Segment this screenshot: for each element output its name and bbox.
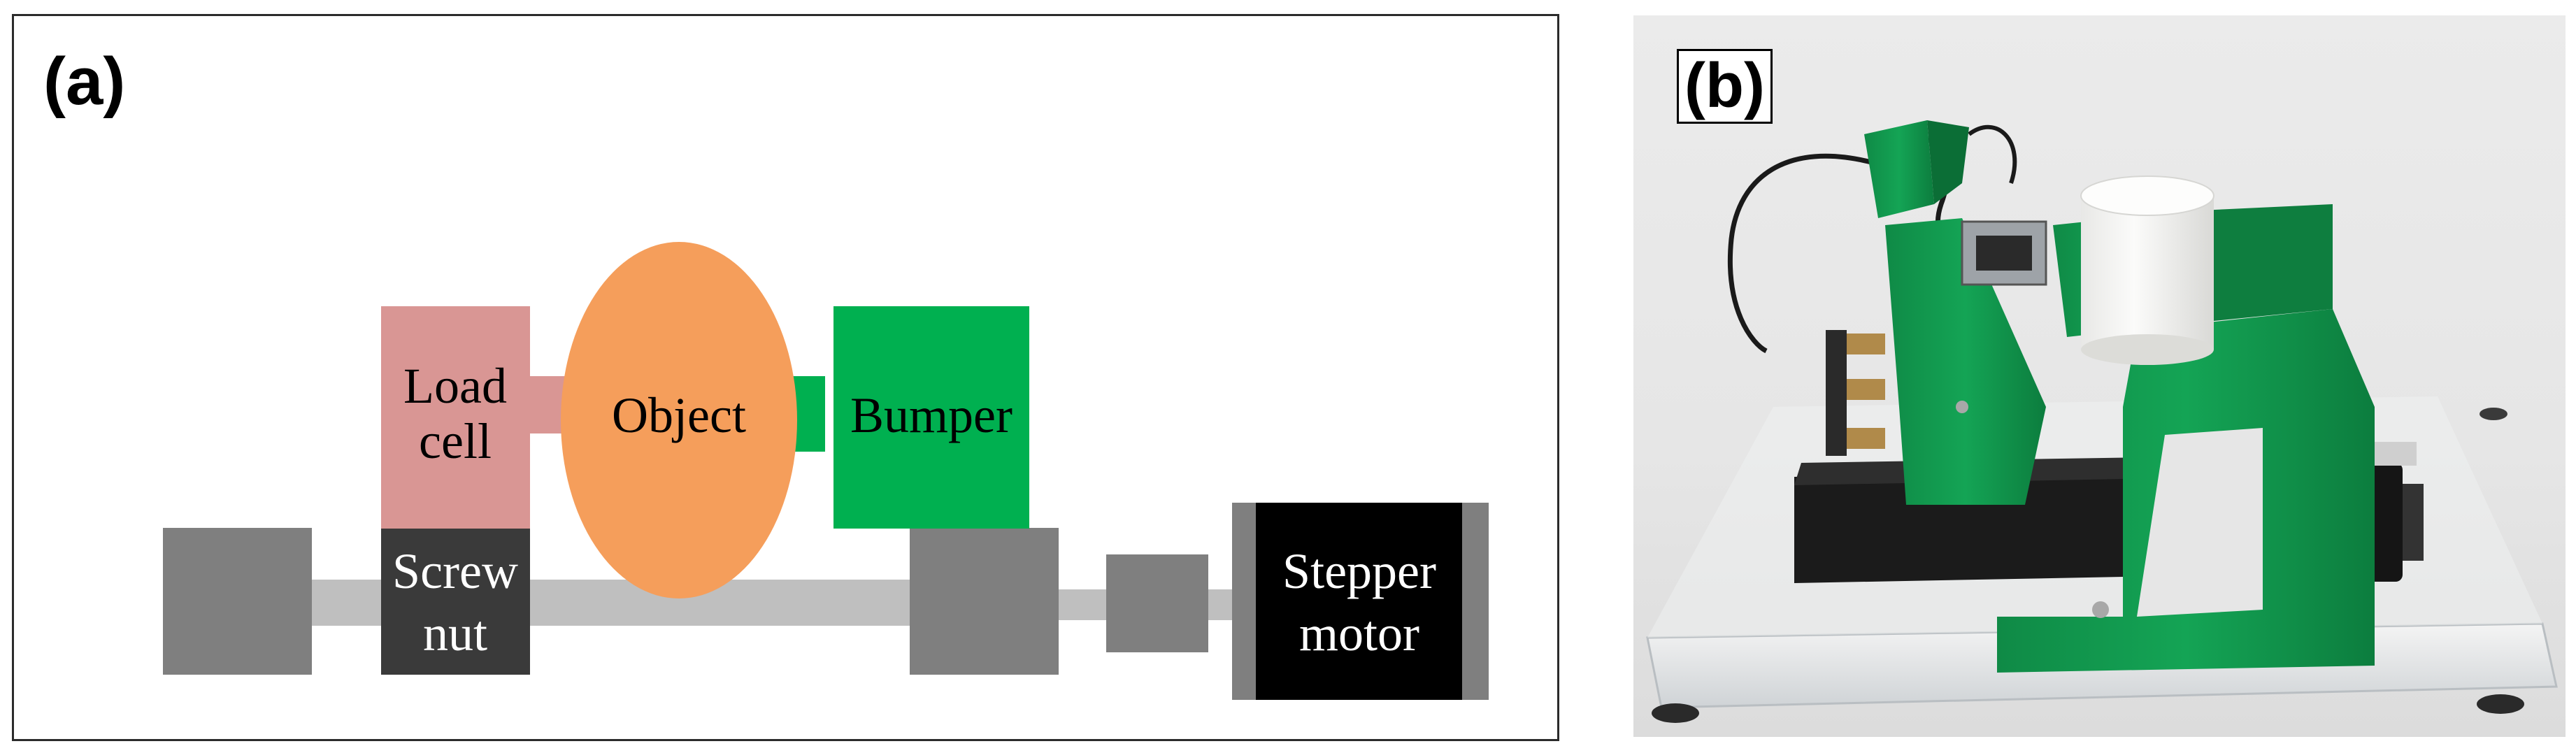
slider-carriage <box>1885 218 2046 505</box>
right-support-block <box>910 528 1059 675</box>
cylindrical-object <box>2081 196 2214 350</box>
object-label: Object <box>612 387 746 443</box>
stepper-motor-body <box>1256 503 1462 700</box>
cylindrical-object-bottom <box>2081 334 2214 365</box>
bumper <box>833 306 1029 529</box>
object-ellipse <box>561 242 797 598</box>
load-cell-label-line2: cell <box>419 413 492 469</box>
coupling-block <box>1106 554 1208 652</box>
brass-standoff-3 <box>1843 428 1885 449</box>
cylindrical-object-top <box>2080 175 2214 216</box>
brass-standoff-1 <box>1843 334 1885 354</box>
screw-carriage <box>1956 401 1968 413</box>
screw-nut-label-line1: Screw <box>392 543 518 599</box>
foot-front-right <box>2477 694 2524 714</box>
sensor-cable <box>1728 153 1872 354</box>
load-cell-window <box>1976 236 2032 271</box>
driver-board <box>1826 330 1847 456</box>
panel-b-label: (b) <box>1677 49 1773 124</box>
stepper-motor-label-line1: Stepper <box>1282 543 1436 599</box>
bumper-holder-side <box>2186 204 2333 323</box>
foot-front-left <box>1652 703 1699 723</box>
load-cell-bracket <box>1864 120 1934 218</box>
motor-connector <box>2403 484 2424 561</box>
left-support-block <box>163 528 312 675</box>
screw-nut-label-line2: nut <box>423 605 487 661</box>
photo-panel: (b) <box>1633 15 2566 737</box>
setup-photo <box>1646 120 2558 723</box>
foot-back-right <box>2480 408 2507 420</box>
load-cell-label-line1: Load <box>403 358 507 414</box>
panel-a-label: (a) <box>43 44 126 119</box>
bumper-frame-window <box>2137 428 2263 617</box>
stepper-motor-label-line2: motor <box>1299 605 1419 661</box>
screw-nut <box>381 528 530 675</box>
bumper-label: Bumper <box>850 387 1012 443</box>
screw-front <box>2092 601 2109 618</box>
brass-standoff-2 <box>1843 379 1885 400</box>
sensor-cable-loop <box>1968 124 2017 184</box>
schematic-panel: Stepper motor Screw nut Load cell Object… <box>12 14 1559 741</box>
load-cell-bracket-side <box>1927 120 1969 204</box>
schematic-diagram: Stepper motor Screw nut Load cell Object… <box>163 242 1489 700</box>
load-cell <box>381 306 530 529</box>
motor-cable-plug <box>2375 442 2417 466</box>
